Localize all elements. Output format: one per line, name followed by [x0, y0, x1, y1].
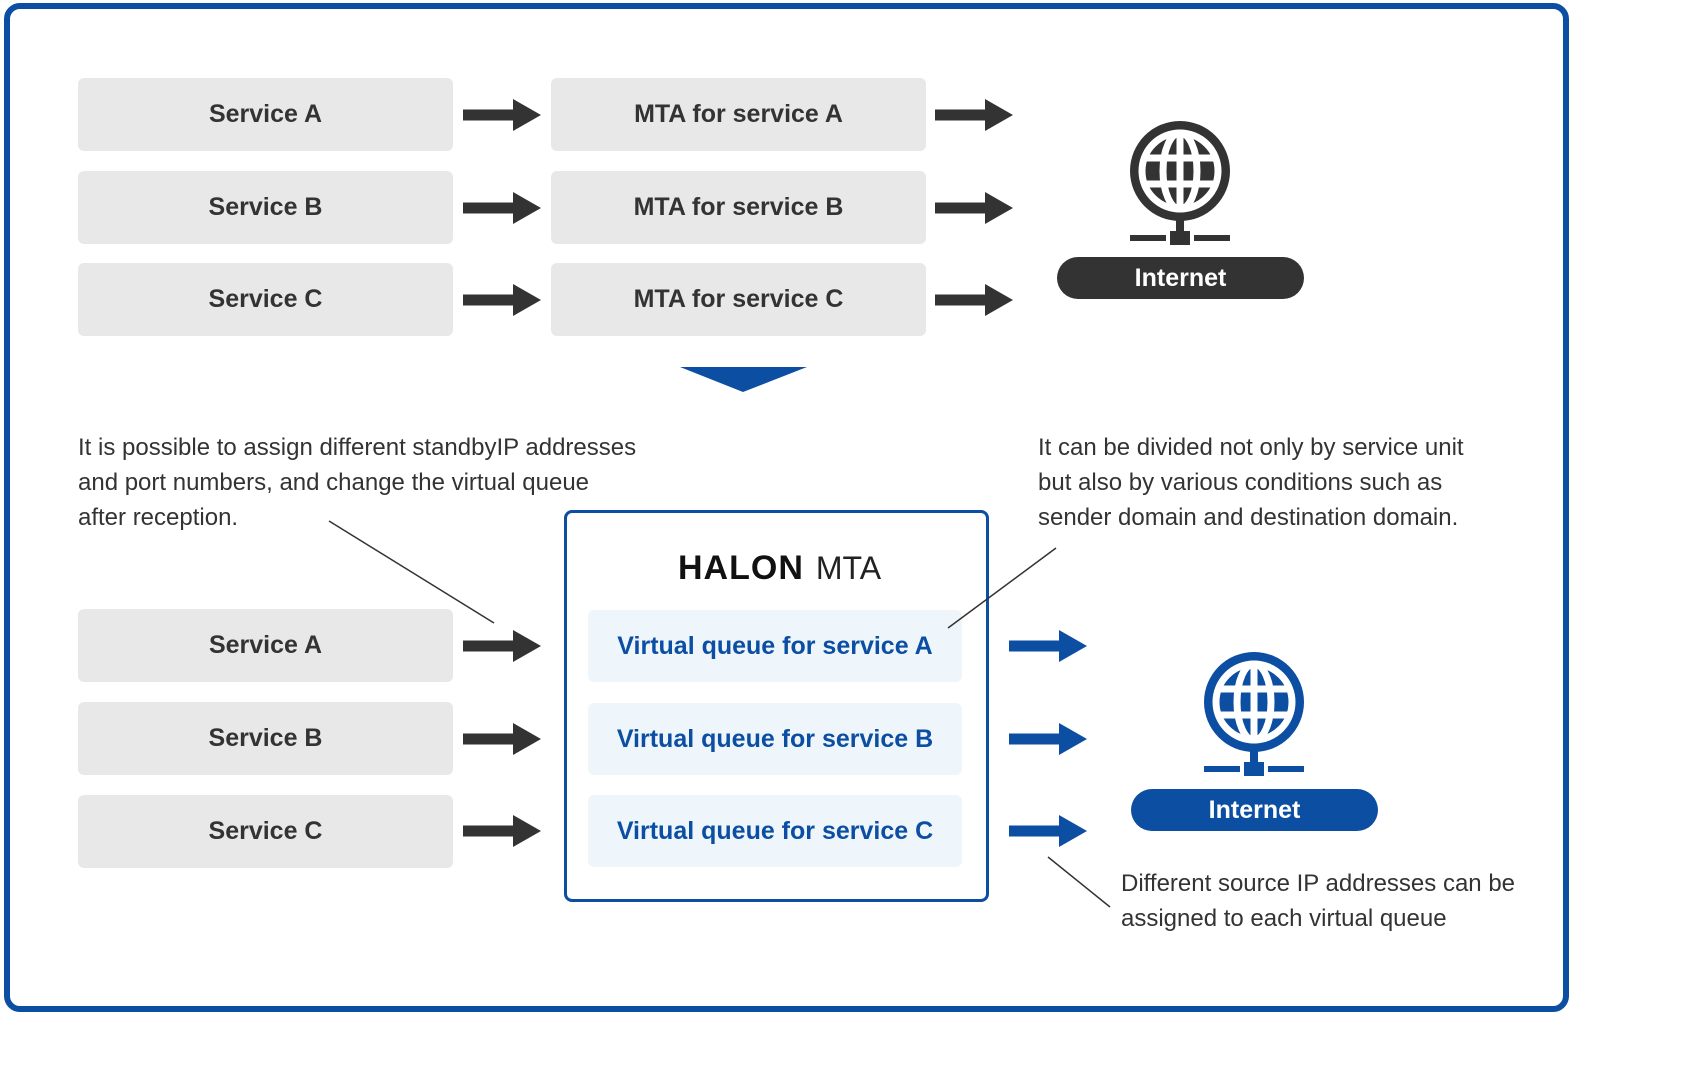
- arrow-right-icon: [935, 284, 1013, 316]
- note-left-line-2: and port numbers, and change the virtual…: [78, 469, 590, 496]
- top-internet-label: Internet: [1057, 257, 1304, 299]
- top-service-a-box: Service A: [78, 78, 453, 151]
- arrow-right-icon: [463, 192, 541, 224]
- virtual-queue-c: Virtual queue for service C: [588, 795, 962, 867]
- virtual-queue-a: Virtual queue for service A: [588, 610, 962, 682]
- halon-product-text: MTA: [815, 549, 882, 586]
- arrow-right-icon: [1009, 630, 1087, 662]
- mta-service-c-box: MTA for service C: [551, 263, 926, 336]
- arrow-right-icon: [935, 99, 1013, 131]
- arrow-right-icon: [1009, 815, 1087, 847]
- note-bottom-right-connector: [1047, 856, 1111, 908]
- top-service-c-box: Service C: [78, 263, 453, 336]
- halon-brand-text: HALON: [678, 548, 804, 587]
- virtual-queue-b: Virtual queue for service B: [588, 703, 962, 775]
- bottom-input-arrows: [463, 630, 541, 847]
- halon-mta-logo: HALON MTA: [678, 546, 881, 590]
- bottom-globe-icon: [1204, 652, 1304, 776]
- bottom-service-c-box: Service C: [78, 795, 453, 868]
- note-bottom-right-line-1: Different source IP addresses can be: [1121, 870, 1516, 897]
- top-service-b-box: Service B: [78, 171, 453, 244]
- note-bottom-right: Different source IP addresses can be ass…: [1121, 866, 1515, 936]
- arrow-right-icon: [1009, 723, 1087, 755]
- mta-service-a-box: MTA for service A: [551, 78, 926, 151]
- arrow-right-icon: [463, 284, 541, 316]
- arrow-right-icon: [463, 99, 541, 131]
- note-right-line-2: but also by various conditions such as: [1038, 469, 1443, 496]
- note-left-line-1: It is possible to assign different stand…: [78, 434, 637, 461]
- note-right-line-1: It can be divided not only by service un…: [1038, 434, 1464, 461]
- top-arrows: [463, 99, 1013, 316]
- mta-service-b-box: MTA for service B: [551, 171, 926, 244]
- arrow-right-icon: [463, 815, 541, 847]
- down-chevron-icon: [680, 367, 807, 392]
- note-right-line-3: sender domain and destination domain.: [1038, 504, 1459, 531]
- top-globe-icon: [1130, 121, 1230, 245]
- note-right-connector: [947, 547, 1057, 629]
- bottom-service-b-box: Service B: [78, 702, 453, 775]
- note-right: It can be divided not only by service un…: [1038, 430, 1464, 535]
- bottom-internet-label: Internet: [1131, 789, 1378, 831]
- note-left-connector: [328, 520, 495, 624]
- arrow-right-icon: [463, 723, 541, 755]
- note-bottom-right-line-2: assigned to each virtual queue: [1121, 905, 1447, 932]
- bottom-output-arrows: [1009, 630, 1087, 847]
- note-left: It is possible to assign different stand…: [78, 430, 636, 535]
- arrow-right-icon: [463, 630, 541, 662]
- bottom-service-a-box: Service A: [78, 609, 453, 682]
- arrow-right-icon: [935, 192, 1013, 224]
- note-left-line-3: after reception.: [78, 504, 239, 531]
